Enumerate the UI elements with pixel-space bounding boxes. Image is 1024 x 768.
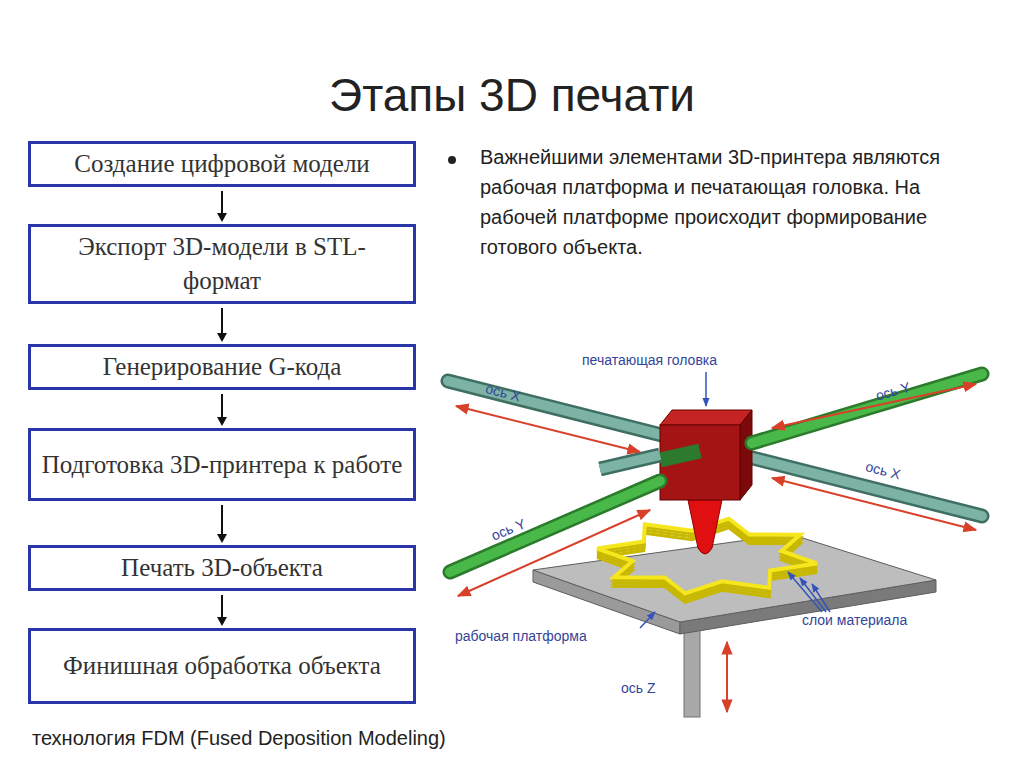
description-text: Важнейшими элементами 3D-принтера являют… xyxy=(480,142,970,262)
x-motion-arrow xyxy=(772,478,976,530)
box-text: Финишная обработка объекта xyxy=(63,649,381,683)
part-label: слои материала xyxy=(802,612,907,628)
x-motion-arrow xyxy=(456,406,640,452)
flow-arrow xyxy=(217,505,227,543)
flow-arrow xyxy=(217,308,227,342)
process-box: Печать 3D-объекта xyxy=(28,545,416,591)
box-text: Печать 3D-объекта xyxy=(121,551,323,585)
platform-top xyxy=(533,534,936,622)
leader-line xyxy=(812,584,830,612)
page-title: Этапы 3D печати xyxy=(0,68,1024,122)
arrow-head xyxy=(217,617,227,626)
head-front xyxy=(660,425,740,500)
arrow-head xyxy=(217,333,227,342)
flow-line xyxy=(221,595,223,619)
process-box: Подготовка 3D-принтера к работе xyxy=(28,428,416,501)
flow-arrow xyxy=(217,595,227,626)
box-text: Экспорт 3D-модели в STL-формат xyxy=(41,230,403,298)
y-rod xyxy=(752,374,982,443)
leader-line xyxy=(800,578,826,612)
y-motion-arrow xyxy=(458,510,650,596)
process-box: Создание цифровой модели xyxy=(28,141,416,187)
part-label: рабочая платформа xyxy=(455,628,587,644)
flow-arrow xyxy=(217,191,227,222)
process-box: Генерирование G-кода xyxy=(28,344,416,390)
axis-label: ось X xyxy=(484,380,522,404)
flow-line xyxy=(221,308,223,335)
box-text: Генерирование G-кода xyxy=(103,350,342,384)
head-side xyxy=(740,410,752,500)
caption: технология FDM (Fused Deposition Modelin… xyxy=(32,727,446,750)
nozzle xyxy=(688,500,722,554)
arrow-head xyxy=(217,534,227,543)
x-rod-front xyxy=(600,455,660,469)
arrow-head xyxy=(217,417,227,426)
y-rod-outline xyxy=(450,481,660,572)
y-rod-outline xyxy=(752,374,982,443)
arrow-head xyxy=(217,213,227,222)
axis-label: ось X xyxy=(864,458,902,482)
process-box: Финишная обработка объекта xyxy=(28,628,416,704)
x-rod-front xyxy=(600,455,660,469)
flow-line xyxy=(221,394,223,419)
leader-line xyxy=(640,612,655,628)
z-motion-arrow xyxy=(726,642,728,712)
x-rod-stub xyxy=(660,451,700,460)
process-box: Экспорт 3D-модели в STL-формат xyxy=(28,224,416,304)
head-top xyxy=(660,410,752,425)
leader-line xyxy=(705,372,707,406)
axis-label: ось Z xyxy=(621,680,656,696)
part-label: печатающая головка xyxy=(582,352,717,368)
flow-line xyxy=(221,191,223,215)
box-text: Создание цифровой модели xyxy=(74,147,370,181)
box-text: Подготовка 3D-принтера к работе xyxy=(42,448,403,482)
y-rod xyxy=(450,481,660,572)
flow-line xyxy=(221,505,223,536)
bullet-dot xyxy=(448,156,456,164)
flow-arrow xyxy=(217,394,227,426)
